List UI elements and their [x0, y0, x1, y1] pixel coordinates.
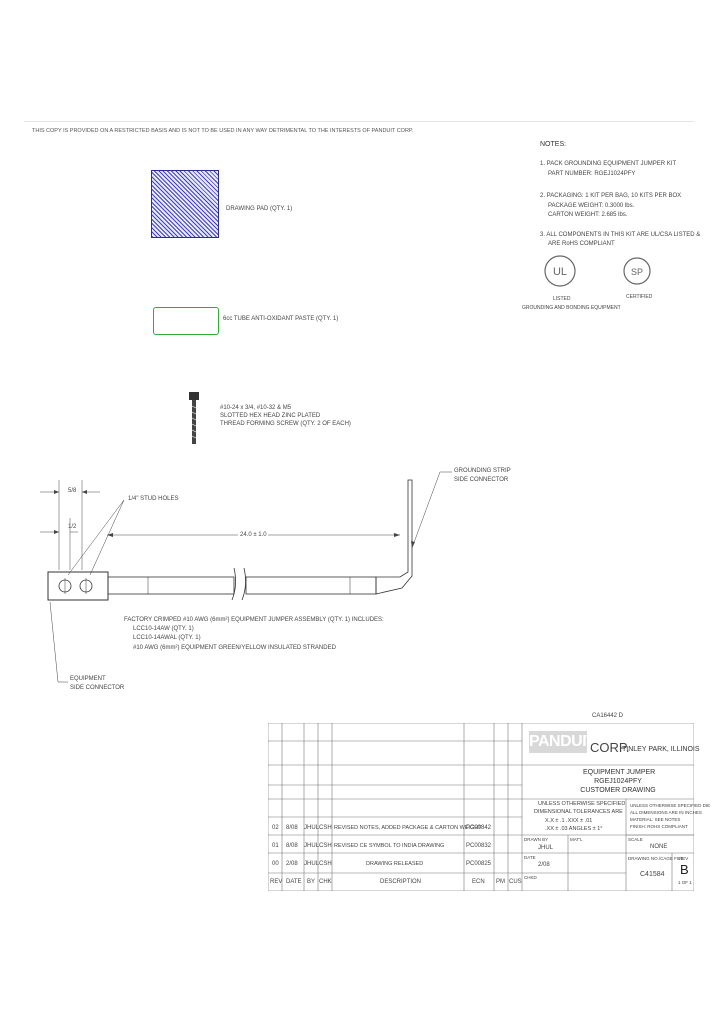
drawing-title-1: EQUIPMENT JUMPER	[583, 769, 656, 776]
tolerance-line-1: UNLESS OTHERWISE SPECIFIED	[538, 801, 626, 807]
revision-label: REV	[679, 856, 689, 861]
grounding-strip-label: GROUNDING STRIP	[454, 468, 511, 474]
drawing-number: C41584	[640, 871, 665, 878]
note-1b: PART NUMBER: RGEJ1024PFY	[548, 171, 636, 177]
equipment-label: EQUIPMENT	[70, 676, 106, 682]
ul-label: LISTED	[553, 296, 571, 302]
revision-letter: B	[680, 862, 689, 877]
header-ecn: ECN	[472, 879, 485, 885]
panduit-logo: PANDUIT	[529, 731, 596, 753]
scale-label: SCALE	[628, 837, 643, 842]
drawing-pad-graphic	[151, 170, 219, 238]
checked-label: CHKD	[524, 875, 537, 880]
rev-row-2-date: 8/08	[286, 843, 298, 849]
csa-certified-logo: SP	[623, 257, 651, 285]
material-line-4: FINISH: ROHS COMPLIANT	[630, 824, 688, 829]
factory-crimped-item-2: LCC10-14AWAL (QTY. 1)	[133, 635, 201, 641]
rev-row-3-desc: DRAWING RELEASED	[366, 861, 424, 867]
header-chk: CHK	[319, 879, 332, 885]
date-value: 2/08	[538, 862, 550, 868]
company-location: TINLEY PARK, ILLINOIS	[622, 746, 700, 753]
note-2c: CARTON WEIGHT: 2.685 lbs.	[548, 212, 628, 218]
csa-label: CERTIFIED	[626, 294, 653, 300]
material-line-3: MATERIAL: SEE NOTES	[630, 817, 681, 822]
header-description: DESCRIPTION	[380, 879, 422, 885]
screw-label-2: SLOTTED HEX HEAD ZINC PLATED	[220, 413, 321, 419]
svg-text:SP: SP	[631, 267, 643, 277]
tube-label: 6cc TUBE ANTI-OXIDANT PASTE (QTY. 1)	[223, 316, 339, 322]
scale-value: NONE	[650, 844, 668, 850]
title-block-grid	[268, 723, 694, 891]
note-1a: 1. PACK GROUNDING EQUIPMENT JUMPER KIT	[540, 161, 677, 167]
notes-title: NOTES:	[540, 141, 567, 148]
tolerance-line-3: X.X ± .1 .XXX ± .01	[545, 818, 593, 824]
strip-side-connector-label: SIDE CONNECTOR	[454, 477, 509, 483]
ul-sub-label: GROUNDING AND BONDING EQUIPMENT	[522, 305, 621, 311]
ca-number: CA16442 D	[592, 713, 624, 719]
svg-text:UL: UL	[553, 266, 567, 278]
note-3b: ARE RoHS COMPLIANT	[548, 241, 615, 247]
rev-row-1-ecn: PC00842	[466, 825, 492, 831]
factory-crimped-item-1: LCC10-14AW (QTY. 1)	[133, 626, 194, 632]
material-line-1: UNLESS OTHERWISE SPECIFIED DIE	[630, 803, 711, 808]
length-dimension: 24.0 ± 1.0	[240, 532, 267, 538]
stud-holes-label: 1/4" STUD HOLES	[128, 496, 179, 502]
corp-label: CORP.	[590, 740, 630, 755]
confidentiality-notice: THIS COPY IS PROVIDED ON A RESTRICTED BA…	[32, 128, 414, 134]
header-cus: CUS	[509, 879, 522, 885]
rev-row-1-rev: 02	[272, 825, 279, 831]
rev-row-1-chk: CSH	[319, 825, 332, 831]
rev-row-2-desc: REVISED CE SYMBOL TO INDIA DRAWING	[334, 843, 445, 849]
factory-crimped-item-3: #10 AWG (6mm²) EQUIPMENT GREEN/YELLOW IN…	[133, 645, 336, 651]
rev-row-2-chk: CSH	[319, 843, 332, 849]
rev-row-3-ecn: PC00825	[466, 861, 492, 867]
rev-row-1-desc: REVISED NOTES, ADDED PACKAGE & CARTON WE…	[334, 825, 482, 831]
rev-row-3-date: 2/08	[286, 861, 298, 867]
rev-row-3-rev: 00	[272, 861, 279, 867]
rev-row-2-ecn: PC00832	[466, 843, 492, 849]
dimension-five-eighths: 5/8	[68, 488, 77, 494]
note-2b: PACKAGE WEIGHT: 0.3000 lbs.	[548, 203, 635, 209]
material-line-2: ALL DIMENSIONS ARE IN INCHES	[630, 810, 702, 815]
jumper-assembly-drawing	[40, 471, 452, 683]
screw-label-3: THREAD FORMING SCREW (QTY. 2 OF EACH)	[220, 421, 351, 427]
screw-label-1: #10-24 x 3/4, #10-32 & M5	[220, 405, 292, 411]
rev-row-1-by: JHUL	[304, 825, 320, 831]
header-by: BY	[307, 879, 316, 885]
equipment-side-connector-label: SIDE CONNECTOR	[70, 685, 125, 691]
sheet-number: 1 OF 1	[678, 880, 692, 885]
rev-row-3-chk: CSH	[319, 861, 332, 867]
drawing-number-label: DRAWING NO./CAGE FILE	[628, 856, 684, 861]
factory-crimped-label: FACTORY CRIMPED #10 AWG (6mm²) EQUIPMENT…	[124, 617, 384, 623]
note-3a: 3. ALL COMPONENTS IN THIS KIT ARE UL/CSA…	[540, 232, 701, 238]
drawn-by-label: DRAWN BY	[524, 837, 549, 842]
rev-row-2-by: JHUL	[304, 843, 320, 849]
screw-graphic	[189, 392, 199, 444]
drawn-by-value: JHUL	[538, 845, 554, 851]
rev-row-3-by: JHUL	[304, 861, 320, 867]
anti-oxidant-tube-graphic	[153, 307, 219, 335]
tolerance-line-4: .XX ± .03 ANGLES ± 1°	[545, 826, 603, 832]
ul-listed-logo: UL	[544, 255, 576, 287]
header-pm: PM	[496, 879, 505, 885]
tolerance-line-2: DIMENSIONAL TOLERANCES ARE	[534, 809, 623, 815]
rev-row-2-rev: 01	[272, 843, 279, 849]
drawing-title-3: CUSTOMER DRAWING	[580, 787, 656, 794]
date-label: DATE	[524, 855, 536, 860]
rev-row-1-date: 8/08	[286, 825, 298, 831]
header-date: DATE	[286, 879, 302, 885]
drawing-title-2: RGEJ1024PFY	[594, 778, 642, 785]
dimension-half: 1/2	[68, 524, 77, 530]
drawing-pad-label: DRAWING PAD (QTY. 1)	[226, 206, 293, 212]
note-2a: 2. PACKAGING: 1 KIT PER BAG, 10 KITS PER…	[540, 193, 682, 199]
material-label: MAT'L	[570, 837, 583, 842]
header-rev: REV	[270, 879, 283, 885]
